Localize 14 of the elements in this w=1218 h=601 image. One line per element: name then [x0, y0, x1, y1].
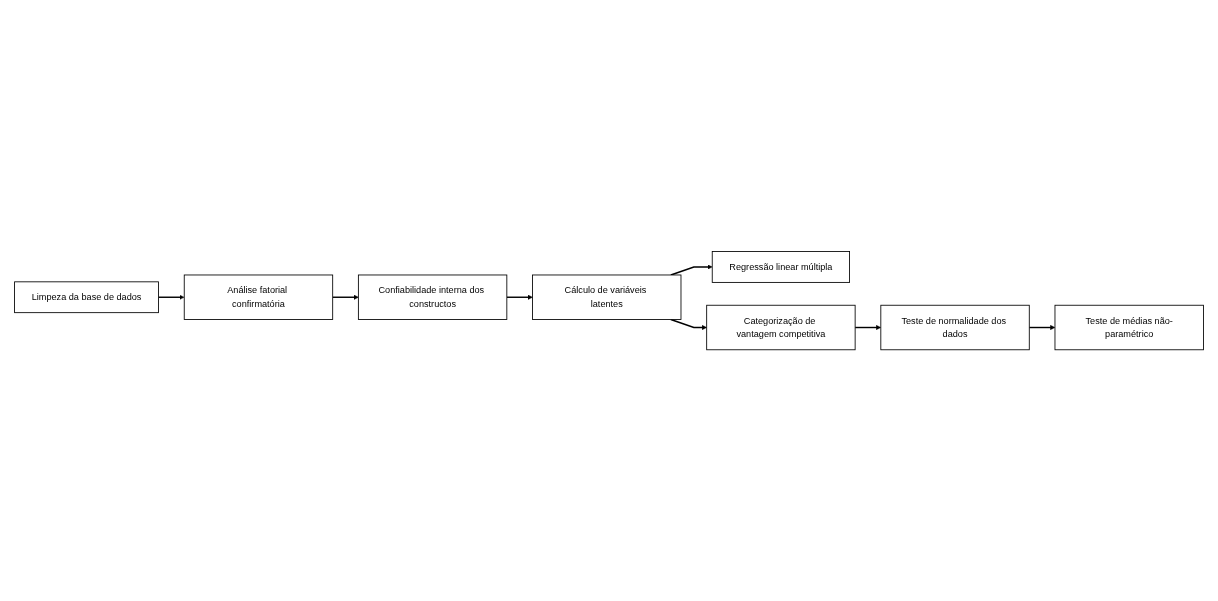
arrow: [506, 294, 533, 300]
node-box: Regressão linear múltipla: [711, 250, 850, 283]
arrow: [1028, 324, 1056, 330]
node-box: Teste de normalidade dos dados: [880, 304, 1030, 351]
arrow: [331, 294, 359, 300]
arrow: [854, 324, 882, 330]
node-box: Confiabilidade interna dos constructos: [357, 274, 508, 320]
node-box: Categorização de vantagem competitiva: [706, 304, 856, 351]
arrow: [157, 294, 185, 300]
arrow: [670, 318, 707, 330]
node-box: Análise fatorial confirmatória: [183, 274, 334, 320]
node-box: Limpeza da base de dados: [14, 281, 159, 313]
node-box: Teste de médias não-paramétrico: [1054, 304, 1204, 351]
node-box: Cálculo de variáveis latentes: [532, 274, 682, 320]
